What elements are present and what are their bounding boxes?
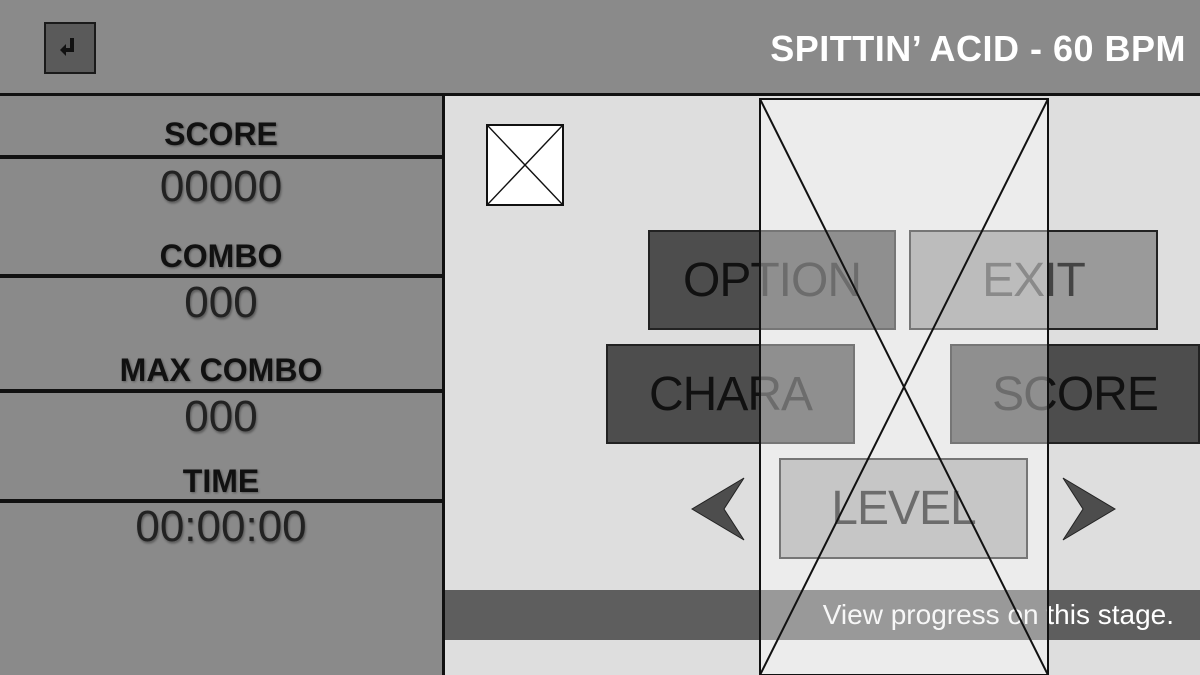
image-placeholder-icon: [488, 126, 562, 204]
score-label: SCORE: [164, 116, 278, 152]
max-combo-value: 000: [184, 392, 258, 441]
tip-bar: View progress on this stage.: [445, 590, 1200, 640]
option-button[interactable]: OPTION: [648, 230, 896, 330]
stats-panel: SCORE 00000 COMBO 000 MAX COMBO 000 TIME…: [0, 96, 445, 675]
divider: [0, 155, 442, 159]
prev-level-button[interactable]: [690, 476, 746, 542]
return-arrow-icon: [60, 38, 74, 56]
exit-button[interactable]: EXIT: [909, 230, 1158, 330]
score-value: 00000: [159, 162, 283, 211]
level-button[interactable]: LEVEL: [779, 458, 1028, 559]
top-bar: SPITTIN’ ACID - 60 BPM: [0, 0, 1200, 96]
time-value: 00:00:00: [135, 502, 307, 551]
max-combo-label: MAX COMBO: [119, 352, 323, 388]
chevron-left-icon: [691, 477, 745, 541]
divider: [0, 274, 442, 278]
divider: [0, 389, 442, 393]
stage-area: OPTION EXIT CHARA SCORE LEVEL View progr…: [445, 96, 1200, 675]
combo-label: COMBO: [159, 238, 283, 274]
back-button[interactable]: [44, 22, 96, 74]
next-level-button[interactable]: [1061, 476, 1117, 542]
chara-button[interactable]: CHARA: [606, 344, 855, 444]
stage-thumbnail: [486, 124, 564, 206]
time-label: TIME: [182, 463, 260, 499]
tip-text: View progress on this stage.: [822, 599, 1174, 630]
divider: [0, 499, 442, 503]
score-button[interactable]: SCORE: [950, 344, 1200, 444]
chevron-right-icon: [1062, 477, 1116, 541]
combo-value: 000: [184, 278, 258, 327]
song-title: SPITTIN’ ACID - 60 BPM: [770, 28, 1186, 69]
